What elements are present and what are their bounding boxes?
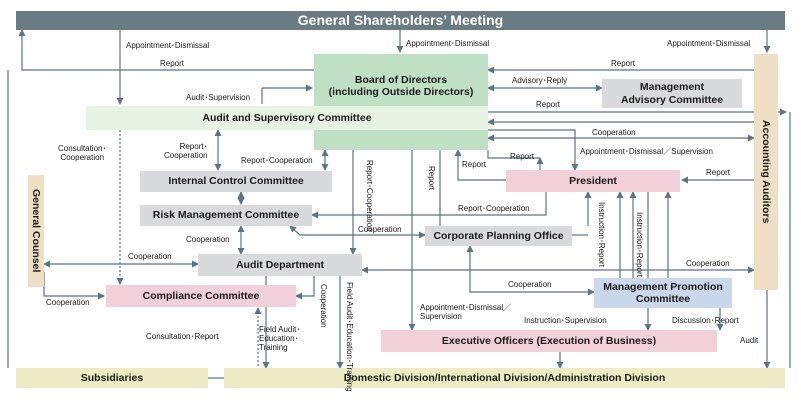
- label-cooperation-counsel: Cooperation: [128, 252, 172, 261]
- consult-coop-line2: Cooperation: [60, 153, 105, 163]
- label-field-audit-vertical: Field Audit･Education･Training: [344, 282, 354, 392]
- president: President: [506, 170, 680, 192]
- board-title-line1: Board of Directors: [354, 74, 448, 86]
- executive-officers: Executive Officers (Execution of Busines…: [381, 330, 717, 352]
- risk-management-committee: Risk Management Committee: [140, 205, 312, 226]
- general-counsel: General Counsel: [28, 175, 44, 287]
- label-field-audit-education-training: Field Audit･ Education･ Training: [259, 325, 300, 353]
- label-report-cooperation-vertical: Report･Cooperation: [364, 160, 374, 232]
- advisory-line1: Management: [639, 81, 705, 94]
- label-report-president-2: Report: [510, 152, 535, 161]
- label-consultation-cooperation: Consultation･ Cooperation: [58, 144, 106, 162]
- label-report-vertical: Report: [426, 166, 436, 191]
- label-report-auditors-2: Report: [706, 168, 731, 177]
- appt-sup-line2: Supervision: [420, 312, 462, 322]
- label-cooperation-risk: Cooperation: [358, 225, 402, 234]
- label-appointment-dismissal-2: Appointment･Dismissal: [406, 39, 490, 48]
- label-instruction-report-1: Instruction･Report: [596, 202, 606, 267]
- business-divisions: Domestic Division/International Division…: [224, 368, 785, 388]
- field-line1: Field Audit･: [259, 325, 301, 334]
- management-advisory-committee: Management Advisory Committee: [602, 79, 742, 108]
- promotion-line2: Committee: [635, 293, 691, 305]
- audit-and-supervisory-committee: Audit and Supervisory Committee: [86, 106, 488, 130]
- label-instruction-supervision: Instruction･Supervision: [524, 316, 607, 325]
- label-cooperation-vertical: Cooperation: [318, 284, 328, 328]
- board-title-line2: (including Outside Directors): [328, 86, 474, 99]
- accounting-auditors-label: Accounting Auditors: [760, 120, 772, 224]
- label-audit: Audit: [740, 336, 759, 345]
- label-cooperation-auditors: Cooperation: [592, 128, 636, 137]
- field-line3: Training: [259, 343, 288, 353]
- promotion-line1: Management Promotion: [603, 280, 723, 293]
- consult-coop-line1: Consultation･: [58, 144, 107, 153]
- general-counsel-label: General Counsel: [30, 189, 42, 273]
- label-report-auditors-1: Report: [536, 100, 561, 109]
- board-of-directors: Board of Directors (including Outside Di…: [314, 54, 488, 150]
- subsidiaries: Subsidiaries: [16, 368, 208, 388]
- connector-lines: [7, 29, 791, 379]
- label-report-cooperation-mid: Report･Cooperation: [241, 156, 313, 165]
- label-report-cooperation-left: Report･ Cooperation: [164, 142, 208, 160]
- compliance-committee: Compliance Committee: [106, 285, 296, 307]
- label-appointment-supervision-low: Appointment･Dismissal／ Supervision: [420, 303, 511, 321]
- label-appointment-supervision: Appointment･Dismissal／Supervision: [580, 147, 713, 156]
- management-promotion-committee: Management Promotion Committee: [594, 278, 732, 308]
- report-coop-line1: Report･: [179, 142, 208, 151]
- label-report-president-1: Report: [462, 160, 487, 169]
- general-shareholders-meeting: General Shareholders’ Meeting: [16, 11, 785, 30]
- internal-control-committee: Internal Control Committee: [140, 171, 332, 192]
- label-appointment-dismissal-1: Appointment･Dismissal: [126, 41, 210, 50]
- label-audit-supervision: Audit･Supervision: [186, 93, 251, 102]
- label-report-cooperation-risk: Report･Cooperation: [458, 204, 530, 213]
- label-cooperation-promotion: Cooperation: [508, 280, 552, 289]
- appt-sup-line1: Appointment･Dismissal／: [420, 303, 512, 312]
- label-discussion-report: Discussion･Report: [672, 316, 739, 325]
- label-cooperation-left: Cooperation: [46, 298, 90, 307]
- label-consultation-report: Consultation･Report: [146, 332, 219, 341]
- label-advisory-reply: Advisory･Reply: [512, 76, 568, 85]
- label-report-top: Report: [160, 59, 185, 68]
- corporate-planning-office: Corporate Planning Office: [425, 226, 572, 246]
- accounting-auditors: Accounting Auditors: [754, 54, 778, 290]
- label-report-board-right: Report: [611, 59, 636, 68]
- label-instruction-report-2: Instruction･Report: [634, 212, 644, 277]
- report-coop-line2: Cooperation: [164, 151, 208, 161]
- label-cooperation-internal: Cooperation: [186, 235, 230, 244]
- label-appointment-dismissal-3: Appointment･Dismissal: [667, 39, 751, 48]
- label-cooperation-auditors-low: Cooperation: [686, 259, 730, 268]
- field-line2: Education･: [259, 334, 299, 344]
- advisory-line2: Advisory Committee: [620, 93, 724, 106]
- audit-department: Audit Department: [198, 254, 362, 276]
